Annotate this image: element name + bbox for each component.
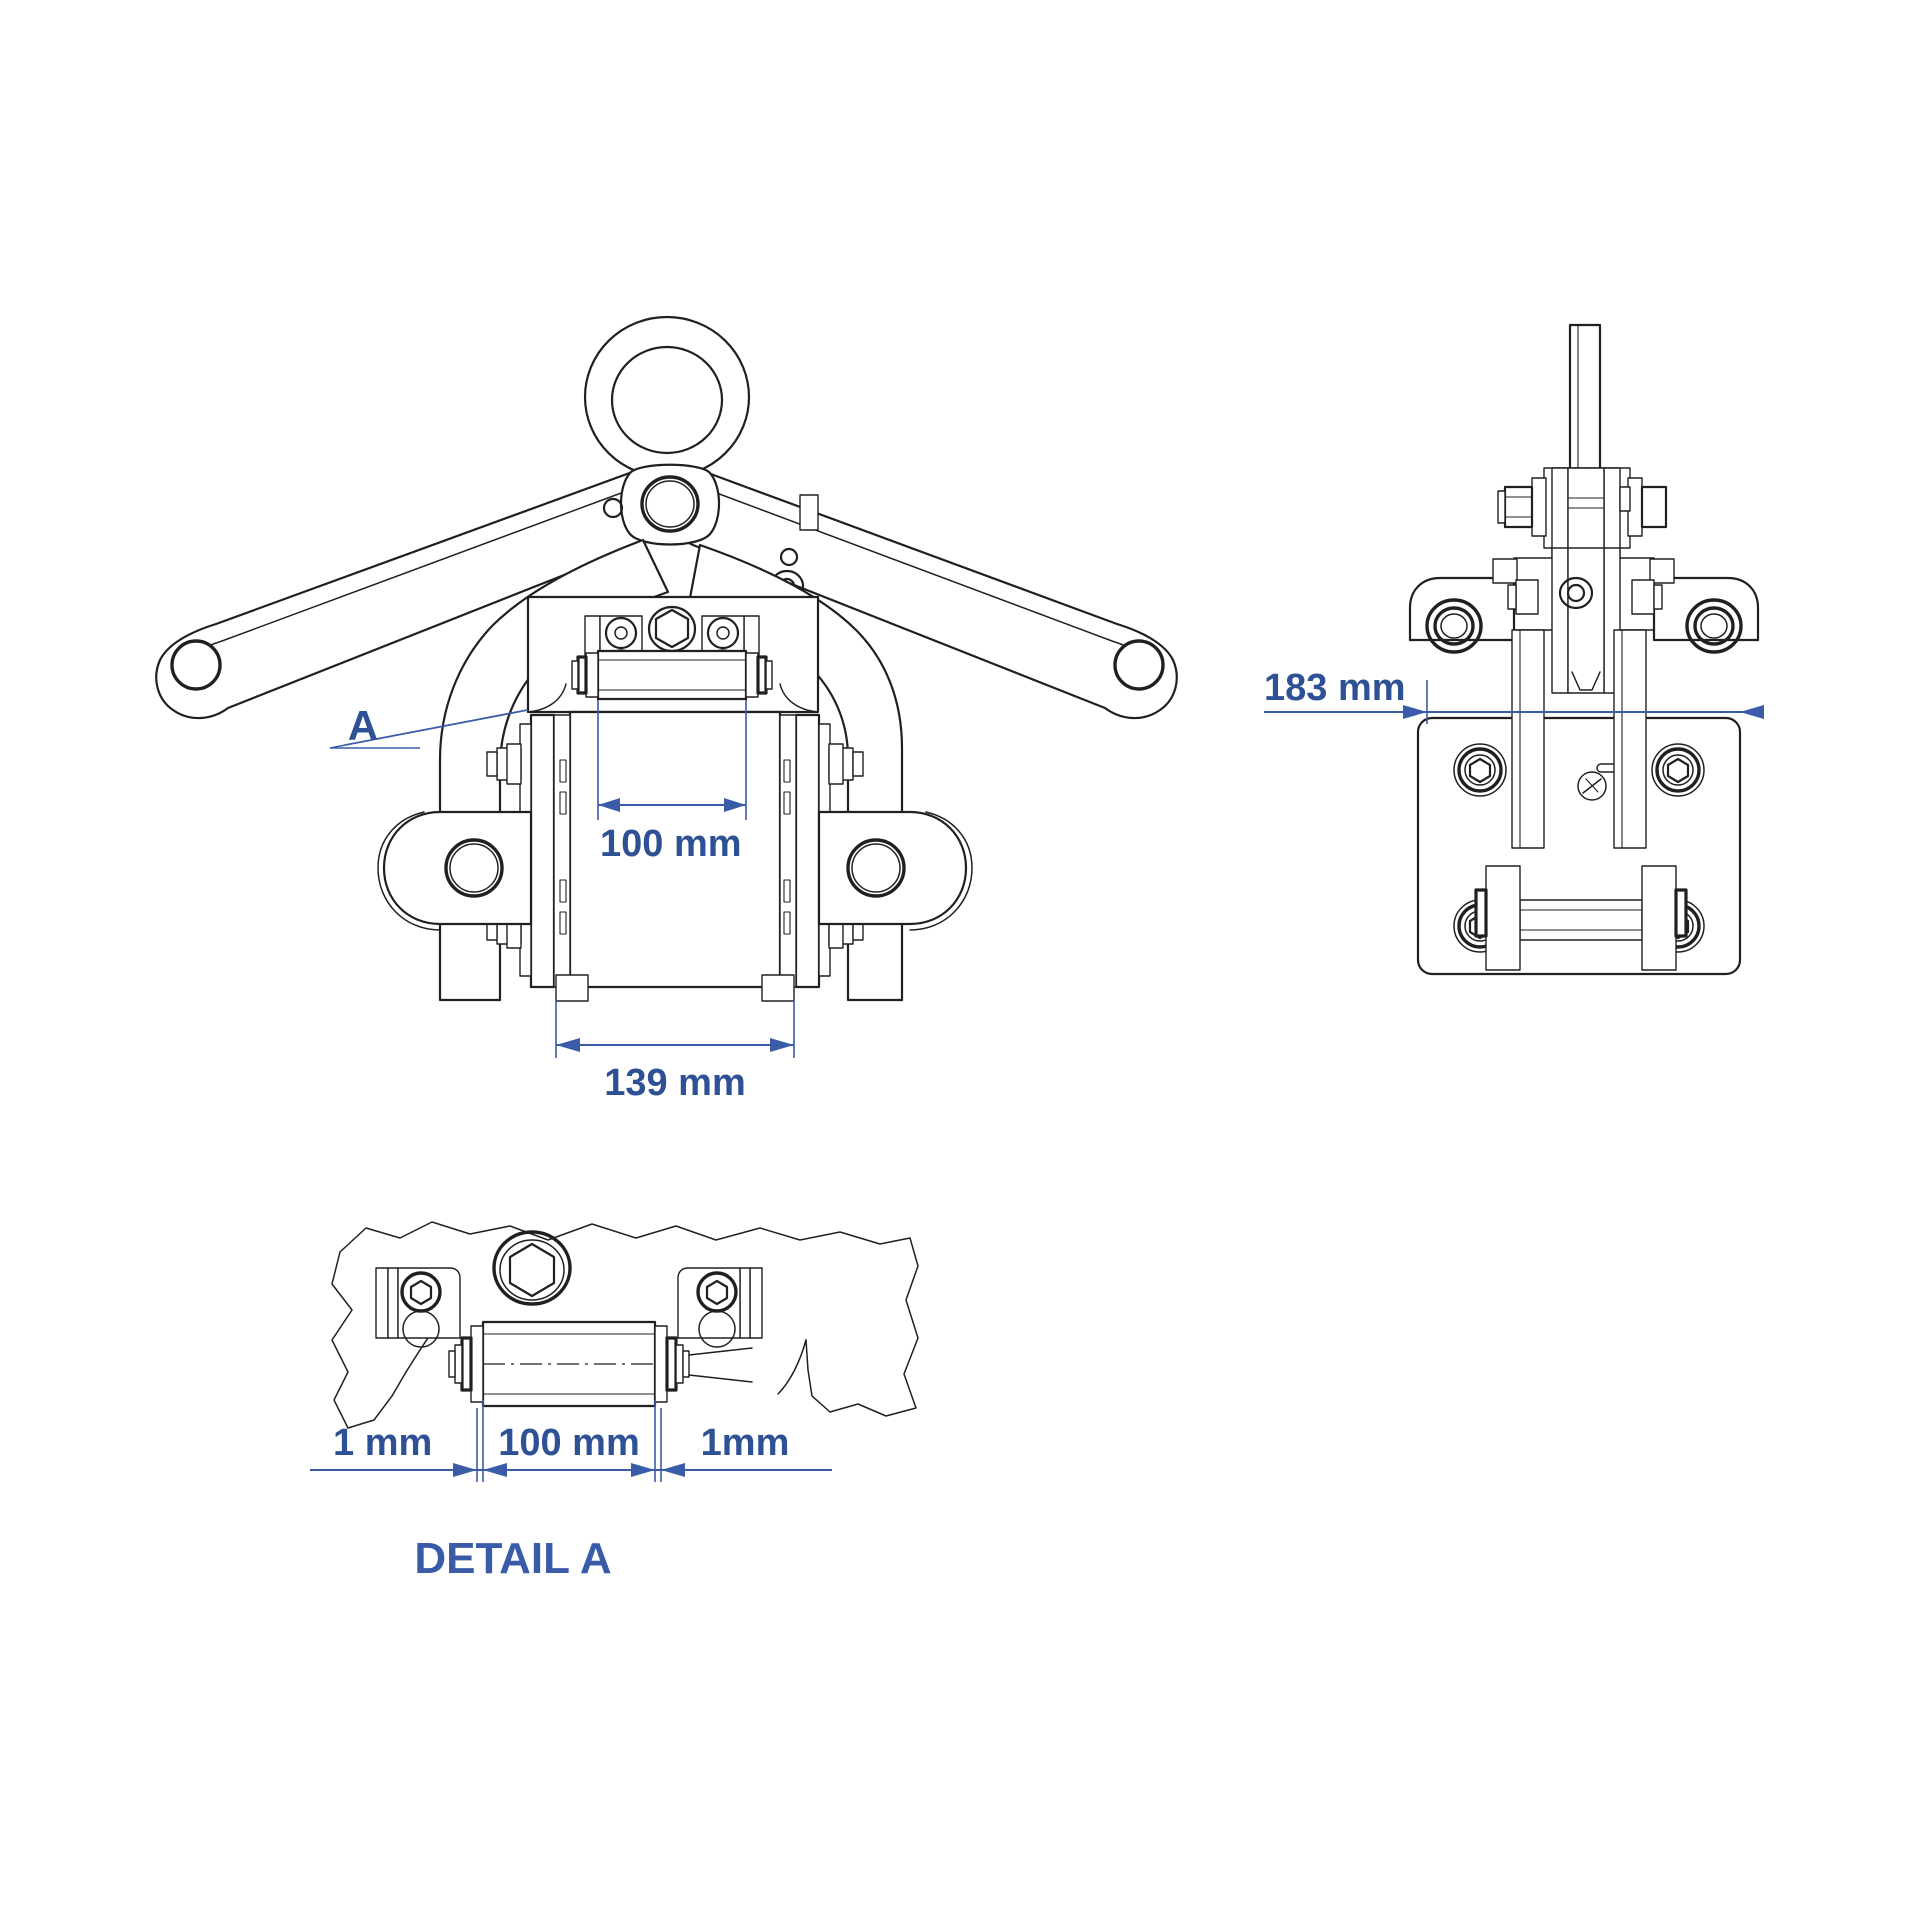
right-arm-tab xyxy=(799,494,819,531)
dim-183mm-side: 183 mm xyxy=(1264,667,1764,724)
central-pivot-boss xyxy=(602,463,805,603)
base-plate-bolt-tr xyxy=(1651,743,1705,797)
right-fillet xyxy=(779,683,819,713)
dim-1mm-left: 1 mm xyxy=(310,1422,483,1477)
detail-hex-boss xyxy=(492,1230,572,1306)
detail-a-title: DETAIL A xyxy=(414,1534,611,1583)
dim-183mm-side-label: 183 mm xyxy=(1264,667,1406,709)
detail-view-a: 1 mm 100 mm 1mm DETAIL A xyxy=(310,1221,919,1583)
detail-right-body-edge xyxy=(777,1339,807,1395)
side-vertical-rails xyxy=(1511,629,1647,849)
left-fillet xyxy=(527,683,567,713)
side-right-arm xyxy=(1649,558,1760,654)
roller-cylinder xyxy=(571,649,773,701)
dim-100mm-front: 100 mm xyxy=(597,700,747,865)
dim-100mm-detail-label: 100 mm xyxy=(498,1422,640,1464)
detail-callout-a: A xyxy=(329,702,529,749)
dim-100mm-detail: 100 mm xyxy=(483,1422,655,1477)
detail-right-end-hardware xyxy=(654,1325,753,1403)
side-mid-tab xyxy=(1571,671,1601,691)
side-view: 183 mm xyxy=(1264,323,1764,976)
left-pivot-lug xyxy=(377,810,533,931)
dim-1mm-right-label: 1mm xyxy=(701,1422,790,1464)
dim-1mm-left-label: 1 mm xyxy=(333,1422,432,1464)
right-foot xyxy=(761,974,795,1002)
side-upper-right-bolt xyxy=(1619,477,1668,537)
side-upper-left-bolt xyxy=(1497,477,1547,537)
clamp-jaw-slab xyxy=(568,710,782,989)
detail-left-bearing-housing xyxy=(375,1267,461,1348)
detail-roller-body xyxy=(481,1320,657,1408)
detail-left-end-hardware xyxy=(448,1325,484,1403)
dim-1mm-right: 1mm xyxy=(655,1422,832,1477)
upper-right-bolt xyxy=(828,743,864,785)
front-view: 100 mm 139 mm A xyxy=(155,315,1178,1104)
detail-break-boundary-left xyxy=(331,1251,407,1429)
side-lower-roller xyxy=(1474,865,1688,971)
right-tong-arm xyxy=(666,468,1178,720)
dim-139mm-front: 139 mm xyxy=(555,1000,795,1104)
side-mid-bolts xyxy=(1507,579,1663,615)
upper-left-bolt xyxy=(486,743,522,785)
detail-callout-label: A xyxy=(348,702,378,749)
left-foot xyxy=(555,974,589,1002)
detail-right-bearing-housing xyxy=(677,1267,763,1348)
dim-100mm-front-label: 100 mm xyxy=(600,823,742,865)
detail-dimension-row: 1 mm 100 mm 1mm xyxy=(310,1400,832,1482)
dim-139mm-front-label: 139 mm xyxy=(604,1062,746,1104)
right-pivot-lug xyxy=(817,810,973,931)
detail-break-boundary-top xyxy=(339,1221,919,1417)
lifting-eye-ring xyxy=(583,315,751,479)
base-plate-bolt-tl xyxy=(1453,743,1507,797)
side-left-arm xyxy=(1408,558,1518,654)
